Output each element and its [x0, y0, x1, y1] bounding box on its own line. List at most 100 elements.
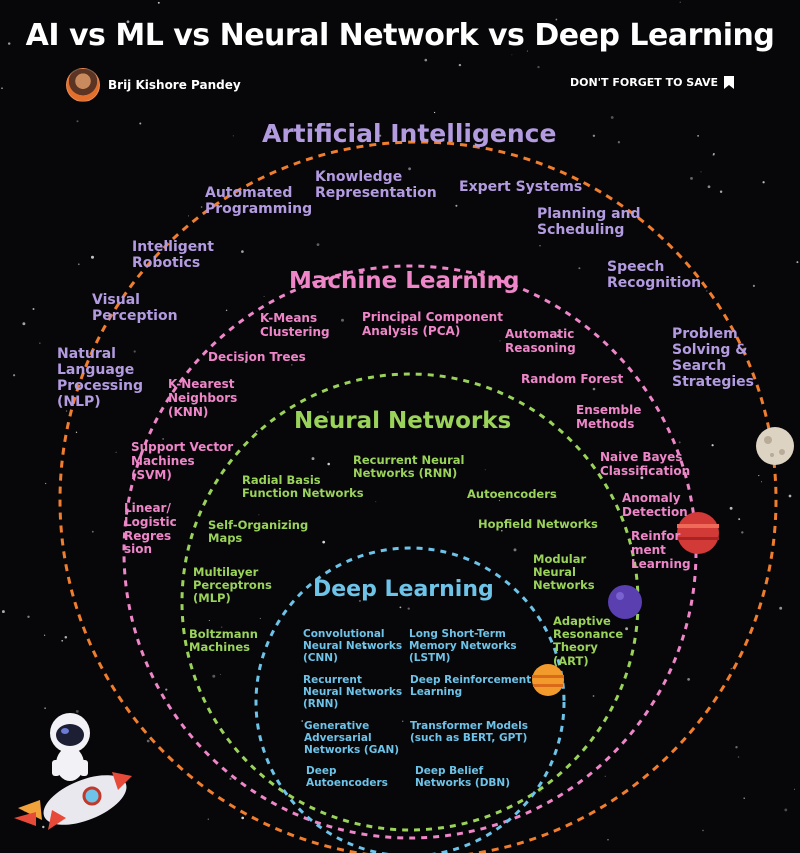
star	[64, 635, 68, 639]
star	[741, 531, 744, 534]
star	[752, 284, 755, 287]
nn-item: Self-Organizing Maps	[208, 518, 309, 546]
star	[607, 838, 609, 841]
star	[517, 139, 520, 141]
star	[221, 626, 223, 628]
star	[61, 639, 64, 642]
star	[500, 529, 503, 532]
bookmark-icon	[724, 76, 734, 89]
star	[690, 176, 693, 180]
star	[687, 678, 690, 681]
star	[7, 42, 11, 45]
star	[555, 496, 557, 499]
star	[702, 829, 704, 832]
ml-item: Random Forest	[521, 372, 624, 386]
page-title: AI vs ML vs Neural Network vs Deep Learn…	[25, 18, 775, 53]
star	[91, 255, 94, 259]
star	[208, 620, 210, 621]
star	[256, 430, 258, 432]
ml-item: Reinfor ment Learning	[631, 529, 691, 571]
star	[408, 167, 411, 171]
star	[730, 667, 733, 670]
star	[75, 431, 78, 433]
star	[738, 518, 741, 521]
ai-heading: Artificial Intelligence	[262, 119, 557, 148]
star	[679, 1, 681, 3]
star	[513, 548, 517, 552]
star	[374, 631, 377, 633]
dl-item: Recurrent Neural Networks (RNN)	[303, 674, 403, 711]
dl-item: Deep Reinforcement Learning	[410, 674, 532, 699]
planet-purple-icon	[608, 585, 642, 619]
star	[678, 441, 681, 444]
star	[433, 111, 436, 114]
star	[484, 469, 486, 471]
star	[379, 134, 382, 137]
star	[268, 130, 272, 133]
star	[779, 606, 783, 610]
ml-item: Ensemble Methods	[576, 403, 642, 431]
planet-red-icon	[677, 512, 719, 554]
ml-item: Principal Component Analysis (PCA)	[362, 310, 503, 338]
star	[290, 364, 293, 366]
nn-item: Radial Basis Function Networks	[242, 473, 364, 501]
star	[200, 206, 203, 208]
star	[91, 530, 94, 533]
ml-item: Support Vector Machines (SVM)	[131, 440, 234, 482]
star	[592, 134, 596, 137]
star	[39, 342, 41, 344]
star	[188, 215, 189, 217]
ai-item: Problem Solving & Search Strategies	[672, 326, 754, 391]
star	[316, 243, 320, 246]
ai-item: Automated Programming	[205, 185, 313, 218]
star	[711, 444, 714, 447]
planet-orange-icon	[532, 664, 564, 696]
star	[75, 709, 79, 713]
star	[592, 695, 595, 697]
star	[341, 318, 344, 322]
star	[196, 246, 199, 248]
star	[610, 116, 614, 119]
star	[327, 411, 329, 413]
star	[640, 476, 644, 480]
star	[498, 499, 501, 502]
dl-item: Deep Autoencoders	[306, 765, 388, 790]
star	[241, 250, 244, 253]
nn-heading: Neural Networks	[294, 408, 512, 434]
star	[108, 381, 111, 385]
ml-item: Naive Bayes Classification	[600, 450, 691, 478]
ai-item: Planning and Scheduling	[537, 206, 641, 239]
star	[455, 204, 458, 207]
star	[714, 28, 716, 31]
star	[115, 451, 117, 453]
star	[1, 87, 3, 90]
star	[617, 141, 621, 144]
star	[511, 54, 513, 56]
nn-item: Autoencoders	[467, 487, 557, 501]
star	[220, 674, 222, 675]
ml-item: K-Nearest Neighbors (KNN)	[168, 377, 238, 419]
star	[422, 595, 424, 597]
ml-item: Anomaly Detection	[622, 491, 688, 519]
star	[263, 296, 265, 297]
astronaut-rocket-icon	[14, 713, 132, 830]
star	[54, 39, 57, 41]
star	[729, 506, 733, 510]
star	[788, 494, 792, 498]
ai-item: Expert Systems	[459, 179, 583, 195]
star	[683, 379, 685, 381]
star	[407, 607, 410, 610]
star	[760, 481, 763, 483]
star	[738, 29, 741, 32]
star	[301, 720, 303, 722]
dl-item: Long Short-Term Memory Networks (LSTM)	[409, 628, 517, 665]
star	[363, 645, 367, 649]
star	[13, 374, 16, 377]
nn-item: Hopfield Networks	[478, 517, 598, 531]
star	[1, 610, 5, 614]
dl-item: Deep Belief Networks (DBN)	[415, 765, 511, 790]
star	[737, 756, 740, 758]
star	[322, 540, 326, 544]
dl-heading: Deep Learning	[313, 577, 494, 602]
